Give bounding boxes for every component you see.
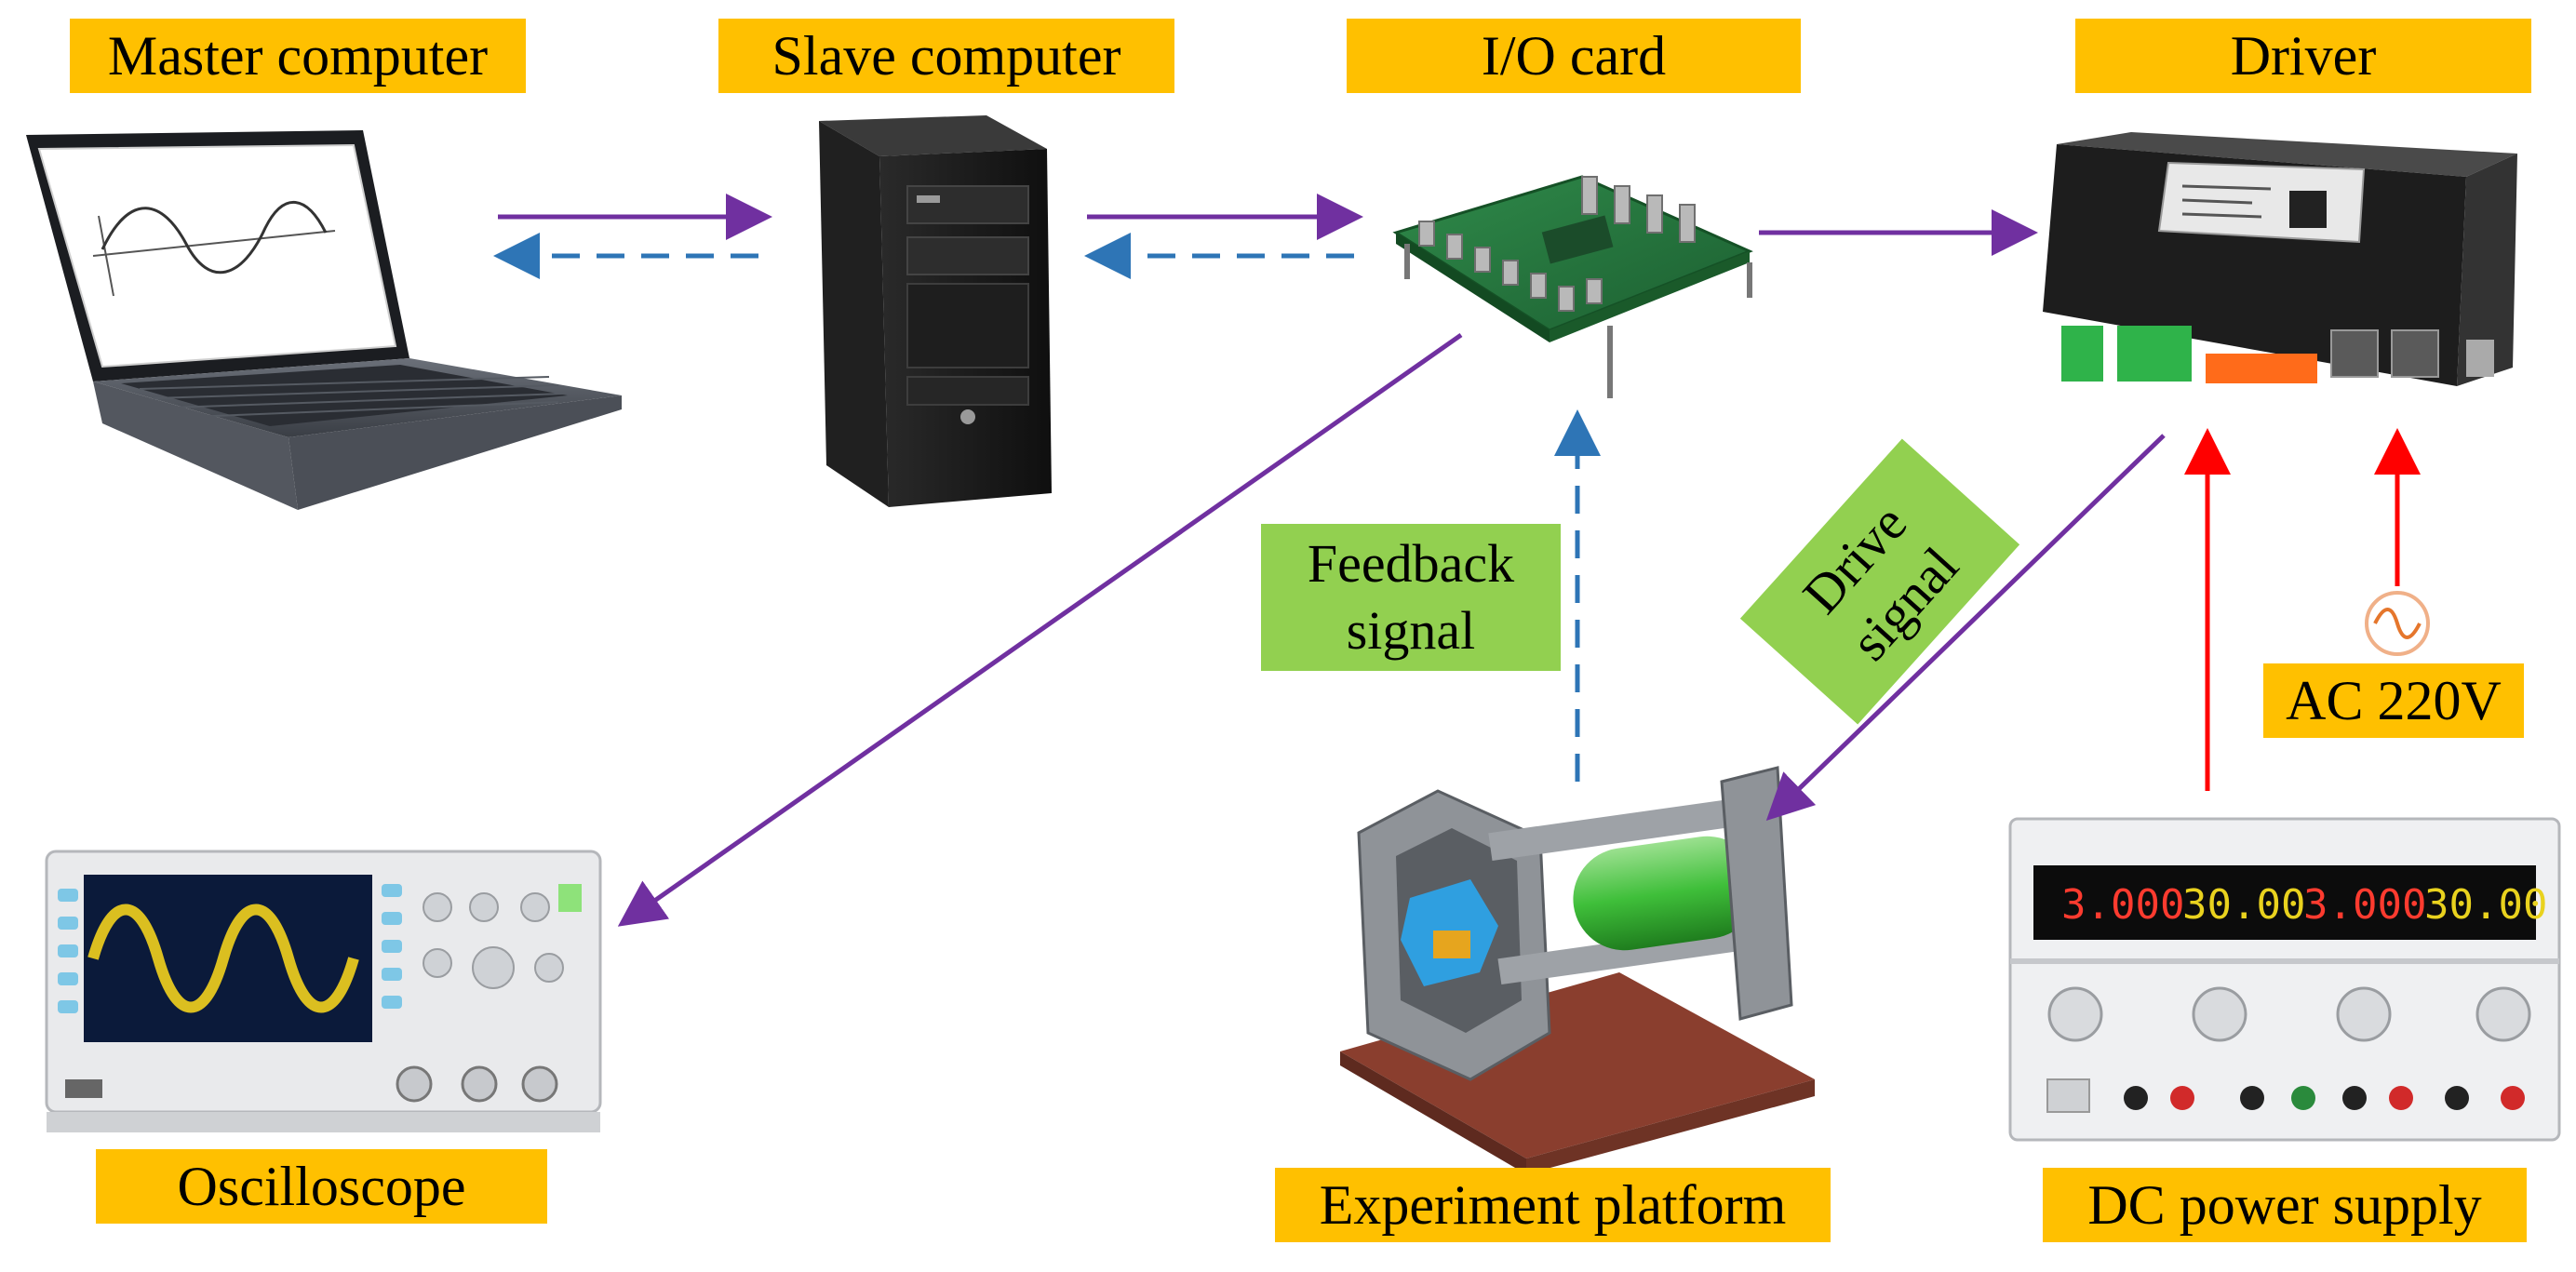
arrow-io-to-oscilloscope	[617, 332, 1463, 927]
readout-1: 3.000	[2061, 881, 2185, 929]
label-oscilloscope: Oscilloscope	[96, 1149, 547, 1224]
driver-icon	[2043, 132, 2517, 386]
io-card-icon	[1392, 175, 1753, 398]
feedback-signal-line2: signal	[1346, 600, 1476, 661]
label-experiment-platform: Experiment platform	[1275, 1168, 1831, 1242]
label-dc-power-supply: DC power supply	[2043, 1168, 2527, 1242]
label-io-card: I/O card	[1347, 19, 1801, 93]
experiment-platform-icon	[1340, 766, 1815, 1174]
label-master-computer: Master computer	[70, 19, 526, 93]
label-ac-220v: AC 220V	[2263, 663, 2524, 738]
dc-power-supply-icon	[2008, 817, 2561, 1142]
readout-2: 30.00	[2182, 881, 2306, 929]
label-driver: Driver	[2075, 19, 2531, 93]
arrow-driver-to-platform	[1765, 434, 2166, 821]
oscilloscope-icon	[45, 850, 602, 1132]
feedback-signal-line1: Feedback	[1307, 533, 1515, 594]
readout-3: 3.000	[2303, 881, 2427, 929]
readout-4: 30.00	[2424, 881, 2548, 929]
feedback-signal-label: Feedback signal	[1261, 524, 1561, 671]
laptop-icon	[26, 130, 622, 510]
label-slave-computer: Slave computer	[718, 19, 1174, 93]
desktop-tower-icon	[819, 115, 1052, 507]
ac-source-icon	[2365, 591, 2430, 656]
